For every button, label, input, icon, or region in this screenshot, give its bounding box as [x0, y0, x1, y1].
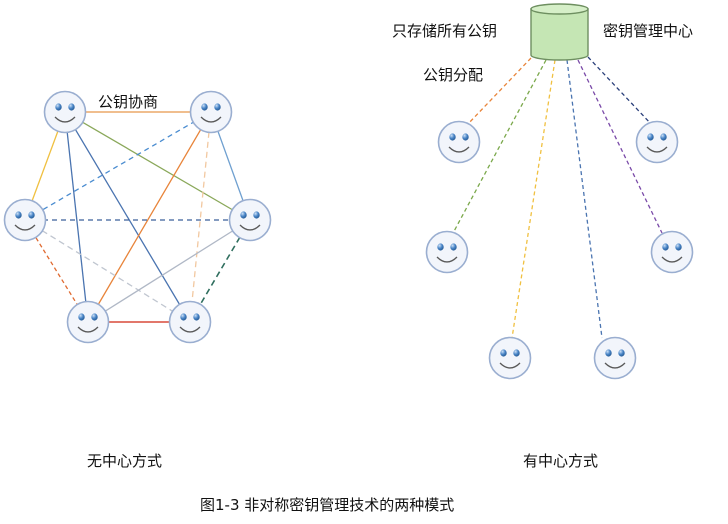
client-nodes [425, 120, 694, 380]
mesh-nodes [3, 90, 272, 344]
figure-caption: 图1-3 非对称密钥管理技术的两种模式 [200, 496, 454, 514]
store-only-label: 只存储所有公钥 [392, 22, 497, 40]
distribution-label: 公钥分配 [423, 66, 483, 84]
smiley-face-icon [635, 120, 679, 164]
decentralized-caption: 无中心方式 [87, 452, 162, 470]
smiley-face-icon [437, 120, 481, 164]
dist-link-3 [511, 59, 556, 339]
smiley-face-icon [168, 300, 212, 344]
smiley-face-icon [43, 90, 87, 134]
link-tl-bl [64, 111, 89, 323]
smiley-face-icon [425, 230, 469, 274]
smiley-face-icon [488, 336, 532, 380]
smiley-face-icon [228, 198, 272, 242]
database-cylinder-icon [530, 3, 589, 61]
dist-link-2 [451, 59, 547, 236]
smiley-face-icon [189, 90, 233, 134]
dist-link-1 [466, 57, 532, 126]
distribution-connections [451, 56, 663, 339]
link-tr-bl [87, 111, 212, 323]
smiley-face-icon [593, 336, 637, 380]
dist-link-4 [566, 59, 603, 339]
link-tr-br [189, 111, 212, 323]
mesh-connections [24, 111, 251, 323]
key-center-label: 密钥管理中心 [603, 22, 693, 40]
smiley-face-icon [66, 300, 110, 344]
negotiation-label: 公钥协商 [98, 93, 158, 111]
link-ml-br [24, 219, 191, 323]
link-mr-bl [87, 219, 251, 323]
link-tl-br [64, 111, 191, 323]
smiley-face-icon [650, 230, 694, 274]
link-tl-mr [64, 111, 251, 221]
dist-link-6 [587, 56, 653, 126]
smiley-face-icon [3, 198, 47, 242]
centralized-caption: 有中心方式 [523, 452, 598, 470]
